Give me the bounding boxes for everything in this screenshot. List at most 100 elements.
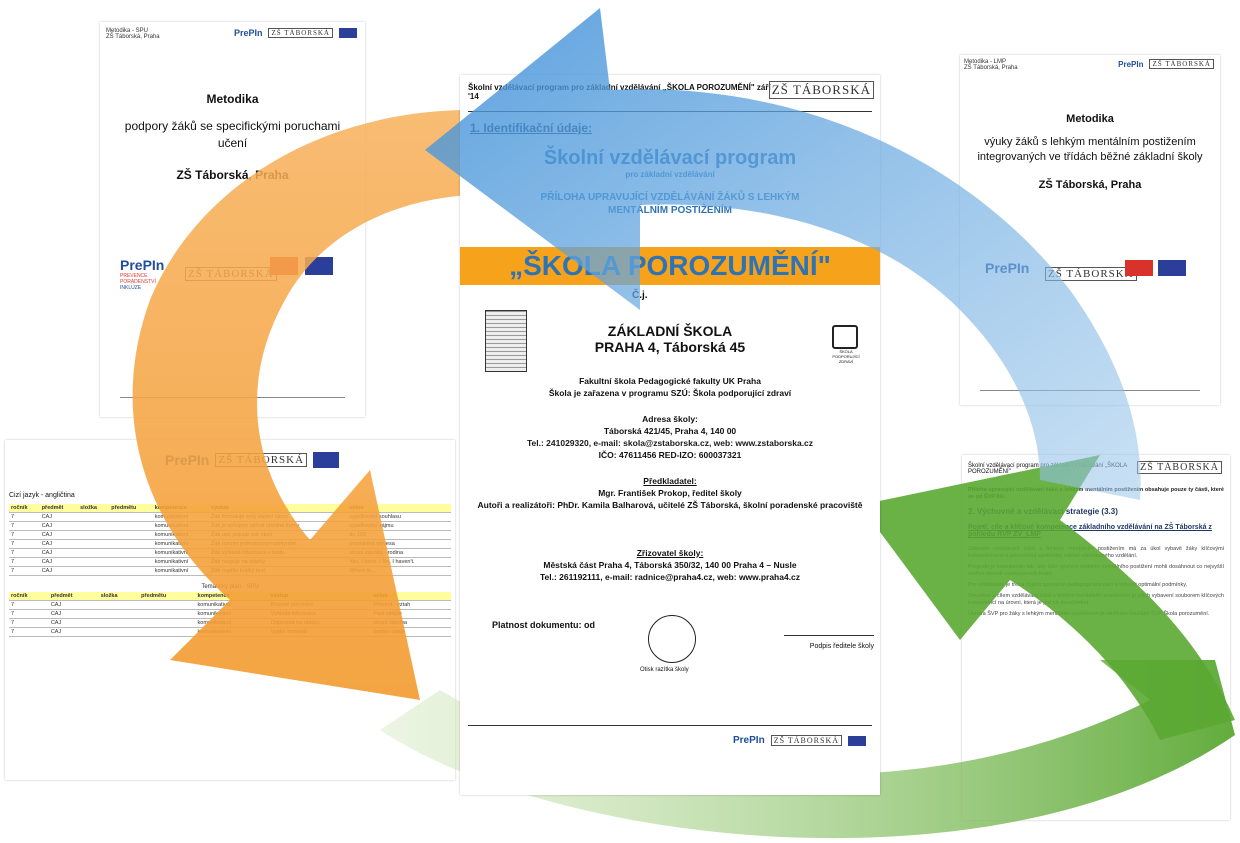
cell: 7 <box>9 557 40 567</box>
stamp-circle <box>648 615 696 663</box>
cell: CAJ <box>48 618 99 628</box>
eu-flag-icon <box>313 452 340 468</box>
cell: CAJ <box>39 530 79 540</box>
program-title: Školní vzdělávací program <box>543 147 797 169</box>
cell: CAJ <box>39 548 79 558</box>
cell: komunikativní <box>195 618 269 628</box>
prepin-logo: PrePIn <box>233 28 263 38</box>
col-content: učivo <box>371 592 451 601</box>
cell: Where is... <box>347 566 451 576</box>
left-document: Metodika - SPU ZŠ Táborská, Praha PrePIn… <box>100 22 365 417</box>
health-school-caption: ŠKOLA PODPORUJÍCÍ ZDRAVÍ <box>832 349 860 364</box>
founder-label: Zřizovatel školy: <box>636 548 704 558</box>
cell: Rozumí pokynům <box>268 600 372 610</box>
br-doc-p1: Základní vzdělávání žáků s lehkým mentál… <box>968 546 1224 559</box>
program-subtitle: pro základní vzdělávání <box>625 170 715 179</box>
left-doc-logos: PrePIn ZŠ TÁBORSKÁ <box>234 28 357 38</box>
cell: Past simple <box>371 609 451 619</box>
cell: 7 <box>9 530 40 540</box>
cell: komunikativní <box>195 600 269 610</box>
col-content: učivo <box>347 504 451 513</box>
cell: Yes, I have. / No, I haven't. <box>347 557 451 567</box>
zs-logo: ZŠ TÁBORSKÁ <box>268 28 333 38</box>
submitter-label: Předkladatel: <box>643 476 697 486</box>
founder: Městská část Praha 4, Táborská 350/32, 1… <box>543 560 797 570</box>
subject-title: Cizí jazyk - angličtina <box>9 492 75 499</box>
br-doc-p5: Úprava ŠVP pro žáky s lehkým mentálním p… <box>968 611 1210 617</box>
health-school-icon <box>832 325 858 349</box>
cell: osobní údaje <box>371 627 451 637</box>
ministry-logo-icon <box>270 257 298 275</box>
left-doc-header-line2: ZŠ Táborská, Praha <box>106 34 160 40</box>
center-document: Školní vzdělávací program pro základní v… <box>460 75 880 795</box>
cell: komunikativní <box>152 566 210 576</box>
cell: Žák je schopen užívat vhodné formy <box>209 521 348 531</box>
curriculum-table: ročník předmět složka předmětu kompetenc… <box>9 504 451 576</box>
authors: Autoři a realizátoři: PhDr. Kamila Balha… <box>477 500 863 510</box>
school-name: ZÁKLADNÍ ŠKOLA <box>607 323 733 339</box>
signature-caption: Podpis ředitele školy <box>809 643 874 650</box>
col-subject: předmět <box>39 504 79 513</box>
section-heading: 1. Identifikační údaje: <box>470 121 593 135</box>
cell: 7 <box>9 627 49 637</box>
cell: komunikativní <box>152 521 210 531</box>
col-component: složka <box>98 592 140 601</box>
col-component: složka <box>78 504 110 513</box>
cell: 7 <box>9 618 49 628</box>
right-doc-title: Metodika <box>1066 113 1114 125</box>
cell: Žák rozumí jednoduchým pokynům <box>209 539 348 549</box>
cell: CAJ <box>39 557 79 567</box>
zs-logo: ZŠ TÁBORSKÁ <box>1149 59 1214 69</box>
right-doc-logos: PrePIn ZŠ TÁBORSKÁ <box>1118 59 1214 69</box>
br-doc-sub: Pojetí, cíle a klíčové kompetence základ… <box>968 524 1212 538</box>
cell: komunikativní <box>152 548 210 558</box>
cell: 7 <box>9 600 49 610</box>
right-doc-school: ZŠ Táborská, Praha <box>1038 179 1142 191</box>
validity: Platnost dokumentu: od <box>492 620 595 630</box>
col-grade: ročník <box>9 592 49 601</box>
col-subject: předmět <box>48 592 99 601</box>
col-subject2: předmětu <box>109 504 153 513</box>
left-doc-title: Metodika <box>206 92 259 106</box>
cell: 7 <box>9 548 40 558</box>
faculty-line2: Škola je zařazena v programu SZÚ: Škola … <box>548 388 792 398</box>
br-doc-section: 2. Výchovné a vzdělávací strategie (3.3) <box>968 507 1118 516</box>
left-doc-subtitle: podpory žáků se specifickými poruchami u… <box>124 119 341 150</box>
right-doc-subtitle: výuky žáků s lehkým mentálním postižením… <box>977 136 1203 163</box>
cell: komunikativní <box>152 557 210 567</box>
zs-logo-large: ZŠ TÁBORSKÁ <box>1045 267 1137 281</box>
col-subject2: předmětu <box>139 592 196 601</box>
prepin-logo-large: PrePIn <box>120 257 165 273</box>
br-doc-intro: Příloha upravující vzdělávání žáků s leh… <box>968 487 1224 500</box>
cell: Žák napíše krátký text <box>209 566 348 576</box>
col-competence: kompetence <box>152 504 210 513</box>
col-competence: kompetence <box>195 592 269 601</box>
ico-line: IČO: 47611456 RED-IZO: 600037321 <box>598 450 742 460</box>
br-doc-p2: Program je koncipován tak, aby žáci vyuč… <box>968 564 1224 577</box>
cell: Vyhledá informace <box>268 609 372 619</box>
ministry-logo-icon <box>1125 260 1153 276</box>
plan-label: Tematický plán - SPU <box>201 584 259 590</box>
bottom-left-document: PrePIn ZŠ TÁBORSKÁ Cizí jazyk - angličti… <box>5 440 455 780</box>
cell: 7 <box>9 539 40 549</box>
address: Táborská 421/45, Praha 4, 140 00 <box>603 426 737 436</box>
appendix-title: PŘÍLOHA UPRAVUJÍCÍ VZDĚLÁVÁNÍ ŽÁKŮ S LEH… <box>540 192 800 216</box>
cell: vyjadřování zájmu <box>347 521 451 531</box>
bottom-right-document: Školní vzdělávací program pro základní v… <box>962 455 1230 820</box>
reference-number: Č.j. <box>632 290 648 301</box>
cell: komunikativní <box>152 512 210 522</box>
prepin-logo-large: PrePIn <box>985 260 1030 276</box>
cell: CAJ <box>39 512 79 522</box>
cell: Žák umí popsat své okolí <box>209 530 348 540</box>
cell: slovní zásoba - rodina <box>347 548 451 558</box>
br-doc-p3: Pro vzdělávání je třeba zajistit speciál… <box>968 582 1188 588</box>
cell: CAJ <box>48 627 99 637</box>
eu-flag-large-icon <box>305 257 333 275</box>
cell: CAJ <box>39 539 79 549</box>
address-label: Adresa školy: <box>642 414 698 424</box>
